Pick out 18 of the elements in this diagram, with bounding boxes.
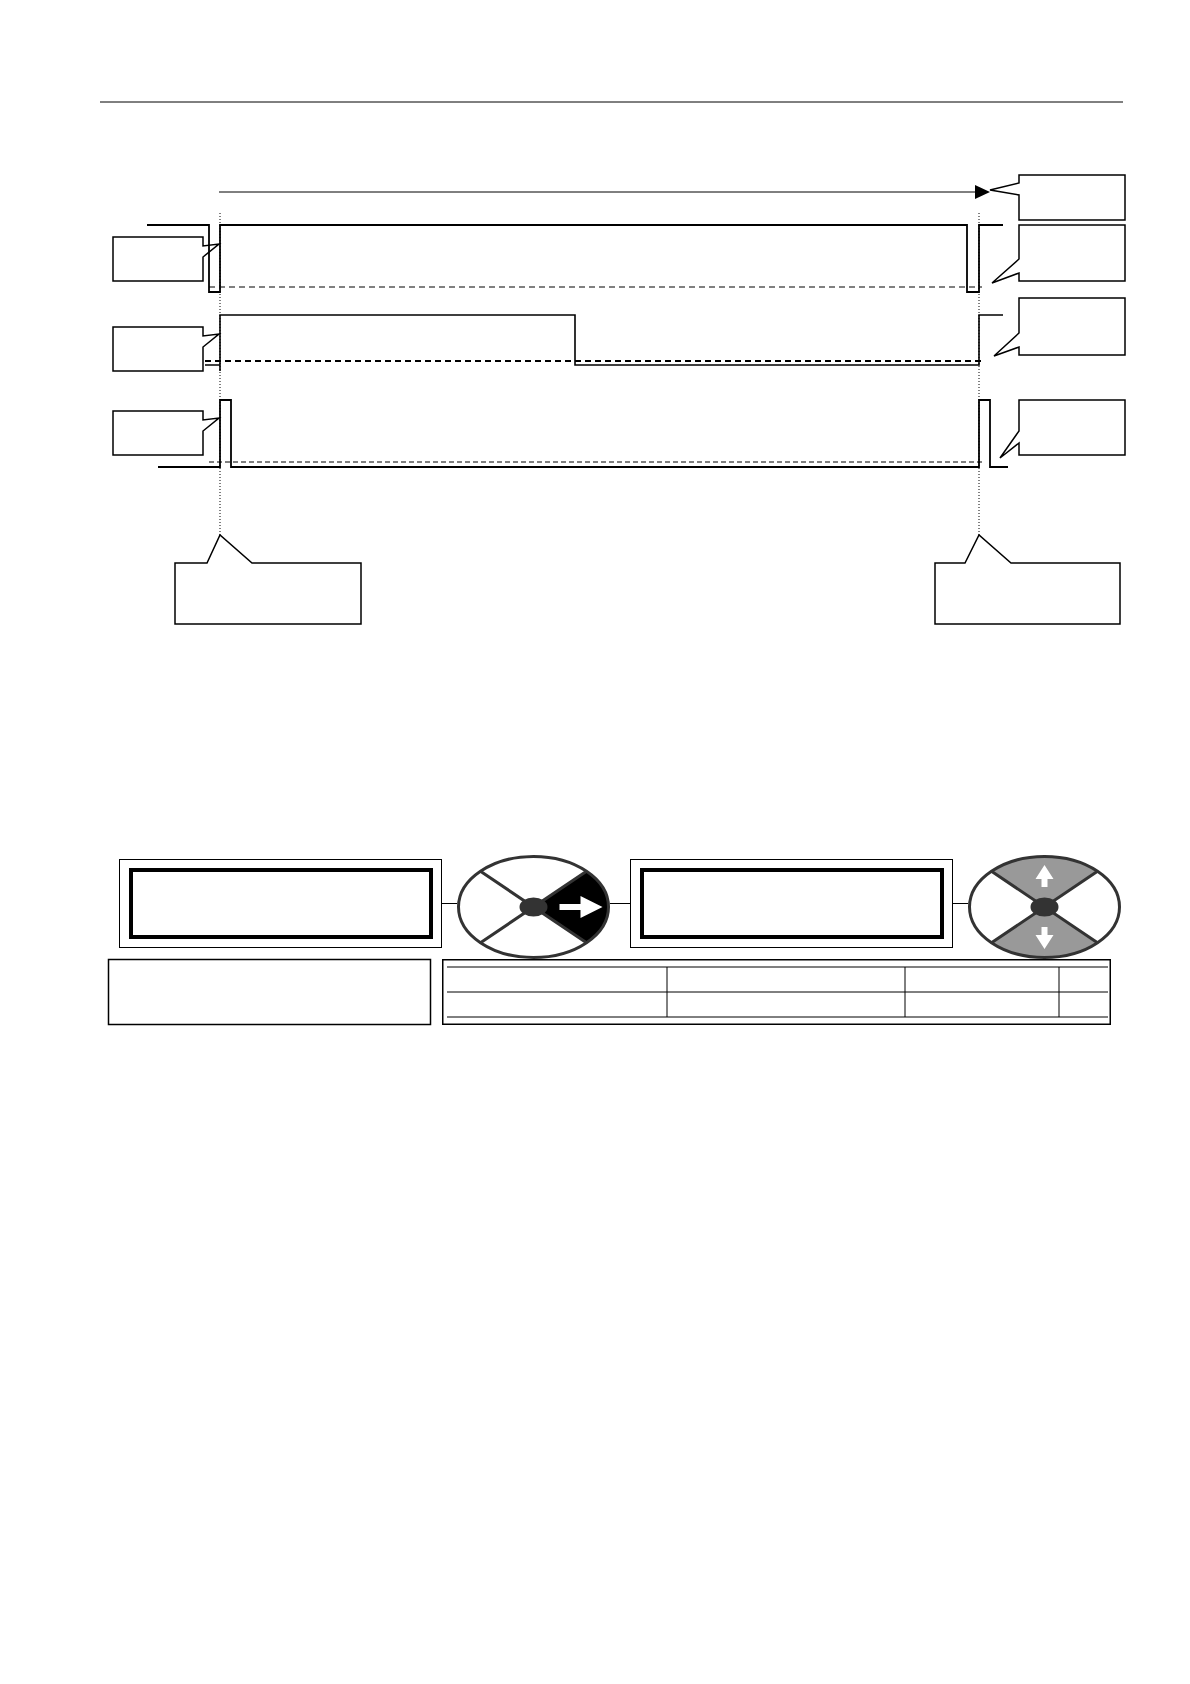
- connector-line: [441, 903, 458, 904]
- callout-bubble: [991, 224, 1126, 284]
- callout-bubble: [989, 174, 1126, 221]
- callout-bubble: [112, 410, 220, 456]
- display-panel: [629, 858, 954, 949]
- display-panel: [118, 858, 443, 949]
- callout-bubble: [999, 399, 1126, 459]
- callout-bubble: [934, 534, 1121, 625]
- callout-bubble: [112, 236, 220, 282]
- blank-panel: [107, 958, 432, 1026]
- keypad-icon: [456, 854, 611, 960]
- connector-line: [952, 903, 969, 904]
- blank-table: [441, 958, 1112, 1026]
- connector-line: [609, 903, 631, 904]
- callout-bubble: [112, 326, 220, 372]
- callout-bubble: [174, 534, 362, 625]
- keypad-icon: [967, 854, 1122, 960]
- callout-bubble: [993, 297, 1126, 357]
